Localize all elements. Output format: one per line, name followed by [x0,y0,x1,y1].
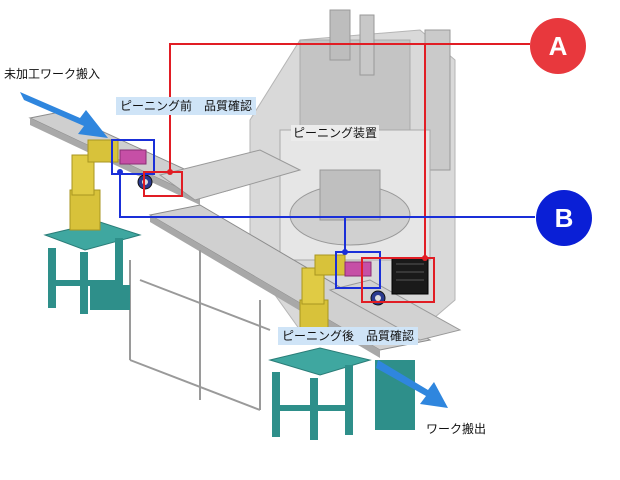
line-a [169,43,530,172]
peening-machine [249,9,456,331]
label-before-inspection: ピーニング前 品質確認 [116,97,257,115]
region-a-before [143,171,183,197]
workpiece-before [119,149,147,165]
label-input-work: 未加工ワーク搬入 [4,67,101,81]
workpiece-after [344,261,372,277]
region-a-after [361,257,435,303]
robot-stand-right [268,347,415,440]
input-arrow [20,92,108,138]
label-output-work: ワーク搬出 [426,422,487,436]
robot-stand-left [43,221,142,314]
region-b-after [335,251,381,289]
line-b [119,172,535,218]
label-after-inspection: ピーニング後 品質確認 [278,327,419,345]
robot-left [69,139,119,231]
badge-a: A [530,18,586,74]
label-peening-device: ピーニング装置 [291,125,380,141]
machine-frames [129,250,271,411]
region-b-before [111,139,155,175]
badge-b: B [536,190,592,246]
camera-a-device [391,257,429,295]
output-arrow [376,360,448,408]
